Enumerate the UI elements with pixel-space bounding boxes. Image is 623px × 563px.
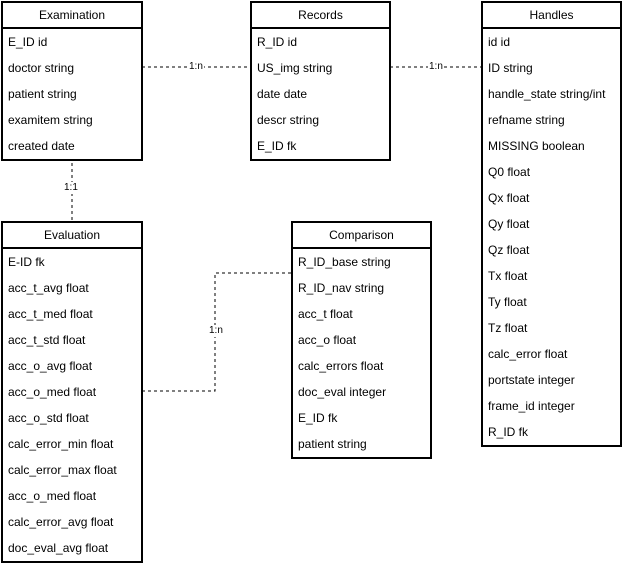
rel-label-evaluation-comparison: 1:n <box>208 325 224 337</box>
entity-field: E_ID fk <box>298 411 338 425</box>
entity-field: Qy float <box>488 217 530 231</box>
field-list: id id ID string handle_state string/int ref… <box>483 29 620 445</box>
entity-field: Q0 float <box>488 165 531 179</box>
rel-label-examination-evaluation: 1:1 <box>63 182 79 194</box>
entity-field: Ty float <box>488 295 527 309</box>
entity-field: R_ID_nav string <box>298 281 385 295</box>
field-list: R_ID id US_img string date date descr strin… <box>252 29 389 159</box>
entity-field: portstate integer <box>488 373 575 387</box>
entity-field: calc_errors float <box>298 359 384 373</box>
entity-title: Examination <box>3 3 141 29</box>
entity-field: examitem string <box>8 113 93 127</box>
entity-field: acc_o_avg float <box>8 359 93 373</box>
entity-field: patient string <box>8 87 77 101</box>
entity-title: Comparison <box>293 223 430 249</box>
entity-field: refname string <box>488 113 565 127</box>
entity-field: Tx float <box>488 269 528 283</box>
entity-title: Records <box>252 3 389 29</box>
entity-field: doc_eval integer <box>298 385 387 399</box>
entity-field: Qz float <box>488 243 530 257</box>
entity-records[interactable]: Records R_ID id US_img string date date des… <box>250 1 391 161</box>
entity-field: R_ID_base string <box>298 255 391 269</box>
entity-field: acc_o_std float <box>8 411 89 425</box>
entity-field: acc_t float <box>298 307 353 321</box>
entity-field: acc_t_std float <box>8 333 86 347</box>
entity-field: Tz float <box>488 321 528 335</box>
entity-title: Evaluation <box>3 223 141 249</box>
field-list: E_ID id doctor string patient string examit… <box>3 29 141 159</box>
entity-field: patient string <box>298 437 367 451</box>
entity-field: doc_eval_avg float <box>8 541 109 555</box>
entity-field: handle_state string/int <box>488 87 606 101</box>
field-list: E-ID fk acc_t_avg float acc_t_med float acc… <box>3 249 141 561</box>
entity-field: acc_o_med float <box>8 489 97 503</box>
entity-field: doctor string <box>8 61 75 75</box>
entity-field: MISSING boolean <box>488 139 585 153</box>
entity-field: ID string <box>488 61 533 75</box>
entity-field: US_img string <box>257 61 333 75</box>
entity-field: R_ID id <box>257 35 298 49</box>
rel-label-records-handles: 1:n <box>428 61 444 73</box>
entity-field: Qx float <box>488 191 530 205</box>
entity-field: acc_t_med float <box>8 307 93 321</box>
entity-field: calc_error_avg float <box>8 515 114 529</box>
entity-field: frame_id integer <box>488 399 575 413</box>
entity-field: R_ID fk <box>488 425 529 439</box>
entity-field: date date <box>257 87 308 101</box>
entity-evaluation[interactable]: Evaluation E-ID fk acc_t_avg float acc_t_m… <box>1 221 143 563</box>
entity-field: created date <box>8 139 75 153</box>
entity-examination[interactable]: Examination E_ID id doctor string patient … <box>1 1 143 161</box>
entity-field: acc_o_med float <box>8 385 97 399</box>
entity-field: id id <box>488 35 511 49</box>
entity-title: Handles <box>483 3 620 29</box>
entity-field: acc_o float <box>298 333 357 347</box>
rel-label-examination-records: 1:n <box>188 61 204 73</box>
entity-handles[interactable]: Handles id id ID string handle_state strin… <box>481 1 622 447</box>
entity-field: E_ID id <box>8 35 48 49</box>
entity-field: E_ID fk <box>257 139 297 153</box>
entity-field: calc_error_min float <box>8 437 114 451</box>
entity-field: calc_error_max float <box>8 463 117 477</box>
entity-field: E-ID fk <box>8 255 45 269</box>
entity-field: calc_error float <box>488 347 568 361</box>
entity-field: descr string <box>257 113 320 127</box>
entity-field: acc_t_avg float <box>8 281 89 295</box>
